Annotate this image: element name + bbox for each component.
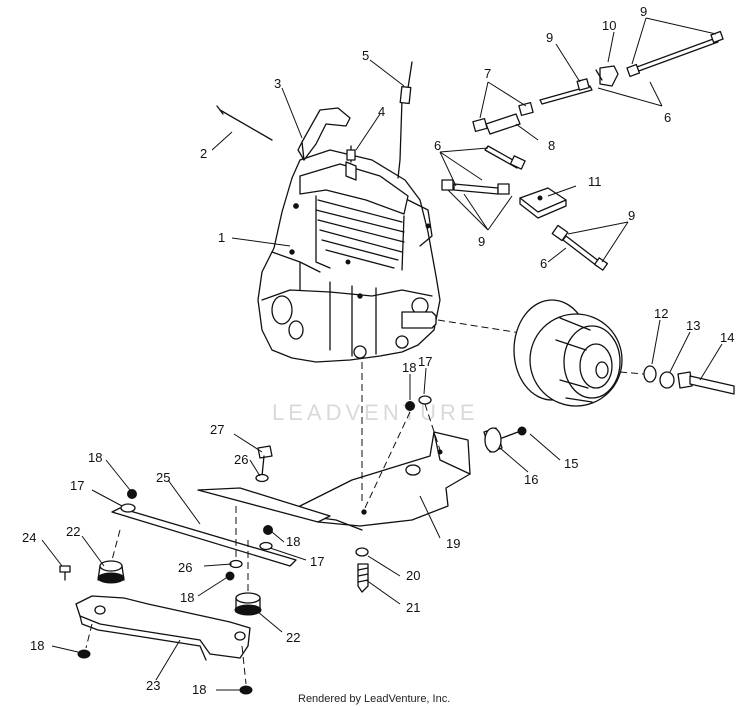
callout-9-middle: 9 [478, 234, 485, 249]
washer-17-right [259, 541, 273, 551]
bolt-head-14 [677, 371, 693, 389]
callout-18-right: 18 [286, 534, 300, 549]
callout-23: 23 [146, 678, 160, 693]
callout-18-bottom-right: 18 [192, 682, 206, 697]
callout-14: 14 [720, 330, 734, 345]
callout-9-top-left: 9 [546, 30, 553, 45]
rod-part-2 [219, 109, 273, 141]
callout-9-top-right: 9 [640, 4, 647, 19]
callout-3: 3 [274, 76, 281, 91]
callout-27: 27 [210, 422, 224, 437]
callout-22-left: 22 [66, 524, 80, 539]
callout-18-left: 18 [88, 450, 102, 465]
engine-assembly [257, 145, 541, 363]
callout-7: 7 [484, 66, 491, 81]
callout-21: 21 [406, 600, 420, 615]
washer-12 [643, 365, 657, 383]
callout-13: 13 [686, 318, 700, 333]
callout-17-top: 17 [418, 354, 432, 369]
washer-17-left [120, 503, 136, 513]
callout-11: 11 [588, 174, 602, 189]
washer-17-top [418, 395, 432, 405]
callout-10: 10 [602, 18, 616, 33]
nut-15 [517, 426, 527, 436]
callout-6-top: 6 [664, 110, 671, 125]
callout-12: 12 [654, 306, 668, 321]
callout-2: 2 [200, 146, 207, 161]
callout-18-top: 18 [402, 360, 416, 375]
callout-16: 16 [524, 472, 538, 487]
lower-bracket-23 [75, 595, 251, 659]
callout-25: 25 [156, 470, 170, 485]
callout-22-right: 22 [286, 630, 300, 645]
screw-24 [59, 565, 71, 573]
spark-plug-on-engine [345, 161, 357, 181]
callout-26-lower: 26 [178, 560, 192, 575]
callout-5: 5 [362, 48, 369, 63]
linkage-sleeve-8 [485, 113, 521, 135]
callout-17-left: 17 [70, 478, 84, 493]
callout-18-bottom-left: 18 [30, 638, 44, 653]
callout-24: 24 [22, 530, 36, 545]
nut-18-bottom-left [77, 649, 91, 659]
callout-17-right: 17 [310, 554, 324, 569]
nut-18-right [263, 525, 273, 535]
engine-base-plate [197, 431, 471, 531]
callout-1: 1 [218, 230, 225, 245]
callout-19: 19 [446, 536, 460, 551]
crankshaft-end [401, 311, 437, 329]
screw-27 [257, 445, 273, 459]
callout-15: 15 [564, 456, 578, 471]
callout-9-right: 9 [628, 208, 635, 223]
callout-6-bottom: 6 [540, 256, 547, 271]
washer-26-top [255, 473, 269, 483]
callout-8: 8 [548, 138, 555, 153]
callout-4: 4 [378, 104, 385, 119]
credit-text: Rendered by LeadVenture, Inc. [298, 693, 450, 705]
rubber-mount-22-left [97, 560, 125, 584]
throttle-cable [397, 61, 413, 179]
callout-26-top: 26 [234, 452, 248, 467]
callout-6-middle: 6 [434, 138, 441, 153]
watermark-text: LEADVENTURE [272, 400, 479, 425]
washer-20 [355, 547, 369, 557]
washer-13 [659, 371, 675, 389]
drive-clutch-pulley [513, 299, 735, 407]
leader-lines [41, 17, 723, 691]
nut-18-bottom-right [239, 685, 253, 695]
strap-25 [111, 507, 297, 567]
starter-handle-part [301, 107, 351, 161]
callout-20: 20 [406, 568, 420, 583]
linkage-bracket-10 [599, 65, 619, 87]
rubber-mount-22-right [234, 592, 262, 616]
nut-18-top [405, 401, 415, 411]
nut-18-mid [225, 571, 235, 581]
nut-18-left [127, 489, 137, 499]
callout-18-mid: 18 [180, 590, 194, 605]
